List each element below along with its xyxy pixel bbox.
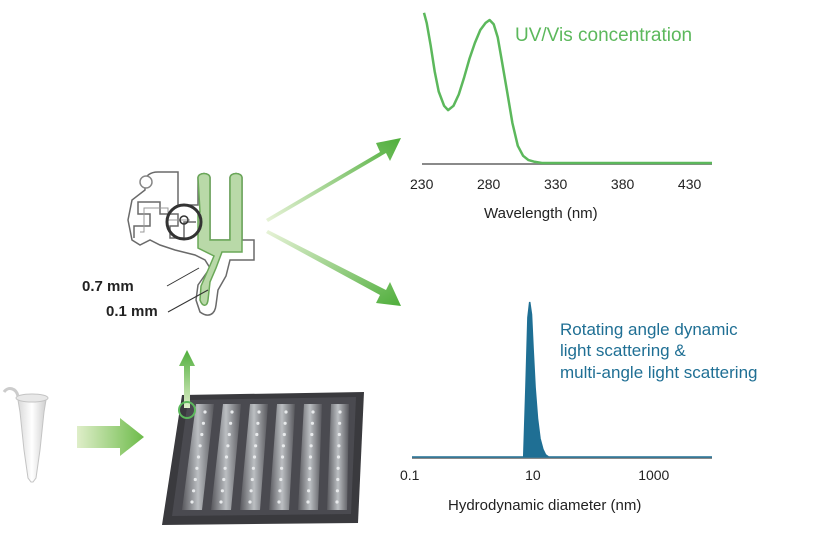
plate-well-dot <box>335 489 339 493</box>
plate-well-dot <box>195 466 199 470</box>
plate-well-dot <box>198 444 202 448</box>
dls-series-area <box>412 301 712 458</box>
dls-x-tick-label: 0.1 <box>400 467 420 483</box>
uv-x-tick-label: 330 <box>543 176 568 192</box>
uv-series-line <box>422 12 712 165</box>
plate-well-dot <box>338 421 342 425</box>
plate-well-dot <box>200 432 204 437</box>
plate-well-dot <box>256 421 260 425</box>
plate-well-dot <box>252 455 257 459</box>
uv-x-tick-label: 280 <box>476 176 501 192</box>
plate-well-dot <box>255 432 259 437</box>
uv-x-axis-label: Wavelength (nm) <box>484 205 598 222</box>
plate-well-dot <box>282 432 286 437</box>
arrow-to-dls-chart-icon <box>266 230 401 306</box>
dim-leader-top <box>166 267 200 287</box>
plate-well-dot <box>337 444 341 448</box>
plate-well-dot <box>335 500 339 504</box>
arrow-to-uv-chart-icon <box>266 138 401 222</box>
plate-well-dot <box>223 466 227 470</box>
plate-well-dot <box>310 432 314 437</box>
plate-well-dot <box>257 410 261 414</box>
arrow-to-plate-icon <box>77 418 144 456</box>
plate-well-dot <box>226 444 230 448</box>
plate-well-dot <box>280 455 285 459</box>
plate-well-dot <box>277 500 281 504</box>
plate-well-dot <box>248 500 252 504</box>
plate-well-dot <box>220 489 224 493</box>
dls-x-axis-label: Hydrodynamic diameter (nm) <box>448 497 642 514</box>
dls-x-tick-label: 1000 <box>638 467 670 483</box>
plate-well-dot <box>306 500 310 504</box>
plate-well-dot <box>283 421 287 425</box>
plate-well-dot <box>336 477 340 482</box>
uv-x-tick-label: 430 <box>677 176 702 192</box>
plate-well-dot <box>229 421 233 425</box>
plate-well-dot <box>203 410 207 414</box>
plate-well-dot <box>201 421 205 425</box>
plate-well-dot <box>250 477 254 482</box>
well-plate-icon <box>162 392 364 525</box>
plate-well-dot <box>309 444 313 448</box>
plate-well-dot <box>254 444 258 448</box>
plate-well-dot <box>336 466 340 470</box>
uv-chart-title: UV/Vis concentration <box>515 25 693 46</box>
plate-well-dot <box>219 500 223 504</box>
plate-well-dot <box>280 466 284 470</box>
plate-well-dot <box>338 410 342 414</box>
plate-well-dot <box>337 432 341 437</box>
plate-well-dot <box>249 489 253 493</box>
plate-well-dot <box>281 444 285 448</box>
plate-well-dot <box>336 455 341 459</box>
plate-well-dot <box>308 466 312 470</box>
plate-well-dot <box>307 489 311 493</box>
plate-well-dot <box>251 466 255 470</box>
plate-well-dot <box>311 410 315 414</box>
plate-well-dot <box>222 477 226 482</box>
uv-x-tick-label: 230 <box>410 176 434 192</box>
uv-x-tick-label: 380 <box>610 176 635 192</box>
plate-well-dot <box>279 477 283 482</box>
plate-well-dot <box>196 455 201 459</box>
plate-well-dot <box>193 477 197 482</box>
plate-well-dot <box>307 477 311 482</box>
selected-well-marker <box>178 401 196 419</box>
detection-zone-marker <box>165 203 203 241</box>
plate-well-dot <box>227 432 231 437</box>
plate-well-dot <box>190 500 194 504</box>
arrow-to-chip-icon <box>179 350 195 408</box>
dls-chart <box>412 301 712 459</box>
plate-well-dot <box>192 489 196 493</box>
dim-label-top: 0.7 mm <box>82 278 134 295</box>
dls-chart-title: Rotating angle dynamic light scattering … <box>560 320 758 382</box>
uv-chart <box>422 12 712 165</box>
sample-tube-icon <box>2 387 49 483</box>
plate-well-dot <box>230 410 234 414</box>
dim-label-bottom: 0.1 mm <box>106 303 158 320</box>
plate-well-dot <box>310 421 314 425</box>
plate-well-dot <box>308 455 313 459</box>
plate-well-dot <box>224 455 229 459</box>
plate-well-dot <box>284 410 288 414</box>
dim-leader-bottom <box>167 289 209 313</box>
microfluidic-chip-icon <box>127 171 255 316</box>
plate-well-dot <box>278 489 282 493</box>
dls-x-tick-label: 10 <box>525 467 541 483</box>
